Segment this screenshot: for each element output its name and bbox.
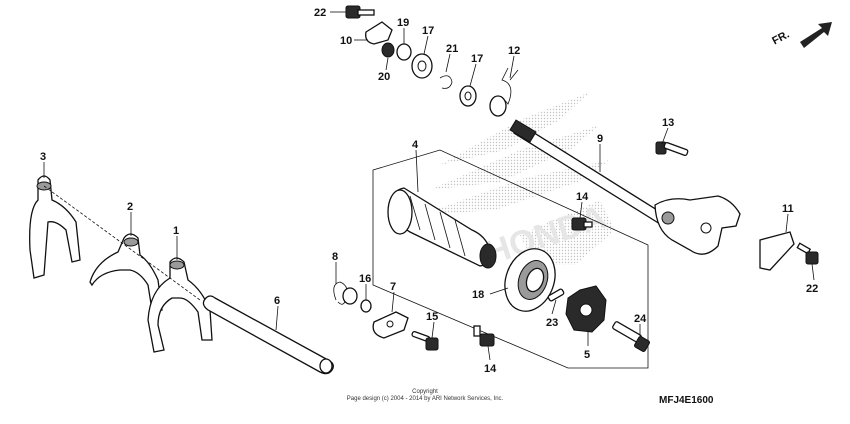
bolt-15[interactable]: [411, 330, 439, 351]
callout-8[interactable]: 8: [332, 251, 338, 263]
center-bolt[interactable]: [612, 321, 650, 352]
bolt-22-right[interactable]: [796, 242, 819, 265]
callout-12[interactable]: 12: [508, 45, 520, 57]
callout-19[interactable]: 19: [397, 17, 409, 29]
callout-5[interactable]: 5: [584, 349, 590, 361]
diagram-code: MFJ4E1600: [659, 395, 714, 406]
drum-bearing[interactable]: [497, 242, 564, 319]
callout-20[interactable]: 20: [378, 71, 390, 83]
shift-drum[interactable]: [387, 187, 497, 269]
callout-6[interactable]: 6: [274, 295, 280, 307]
callout-22-top[interactable]: 22: [314, 7, 326, 19]
copyright-line-1: Copyright: [412, 389, 438, 395]
circlip-21[interactable]: [439, 75, 453, 89]
shift-fork-1[interactable]: [147, 257, 213, 353]
callout-17-lower[interactable]: 17: [471, 53, 483, 65]
callout-4[interactable]: 4: [412, 139, 419, 151]
callout-labels: 22 10 19 17 21 17 12 20 13 9 4 14 3 2 1 …: [40, 7, 818, 375]
callout-23[interactable]: 23: [546, 317, 558, 329]
spindle-plate-11[interactable]: [759, 231, 795, 271]
shift-fork-3[interactable]: [29, 175, 81, 279]
drum-center-plate[interactable]: [565, 285, 607, 333]
stopper-arm-7[interactable]: [372, 311, 409, 339]
washer-17-upper[interactable]: [411, 53, 433, 79]
stopper-arm-spring[interactable]: [333, 281, 358, 305]
gearshift-spindle[interactable]: [509, 119, 741, 255]
callout-7[interactable]: 7: [390, 281, 396, 293]
return-spring[interactable]: [489, 67, 519, 117]
shift-drum-group-outline: [372, 149, 649, 369]
front-direction-arrow: [800, 22, 832, 48]
bolt-22-top[interactable]: [345, 5, 375, 19]
callout-22-right[interactable]: 22: [806, 283, 818, 295]
callout-16[interactable]: 16: [359, 273, 371, 285]
fork-shaft[interactable]: [202, 295, 334, 375]
callout-18[interactable]: 18: [472, 289, 484, 301]
bolt-14-upper[interactable]: [571, 217, 593, 231]
callout-9[interactable]: 9: [597, 133, 603, 145]
callout-14-lower[interactable]: 14: [484, 363, 497, 375]
washer-16[interactable]: [360, 299, 372, 313]
callout-15[interactable]: 15: [426, 311, 438, 323]
callout-11[interactable]: 11: [782, 203, 794, 215]
callout-21[interactable]: 21: [446, 43, 458, 55]
copyright-line-2: Page design (c) 2004 - 2014 by ARI Netwo…: [346, 396, 504, 402]
callout-14-upper[interactable]: 14: [576, 191, 589, 203]
callout-17-upper[interactable]: 17: [422, 25, 434, 37]
collar-20[interactable]: [381, 42, 395, 58]
callout-13[interactable]: 13: [662, 117, 674, 129]
callout-2[interactable]: 2: [127, 201, 133, 213]
stopper-bolt[interactable]: [655, 141, 689, 157]
callout-1[interactable]: 1: [173, 225, 179, 237]
bolt-14-lower[interactable]: [473, 325, 495, 347]
callout-3[interactable]: 3: [40, 151, 46, 163]
shift-fork-2[interactable]: [89, 233, 163, 311]
leader-lines: [43, 11, 815, 361]
collar-17-lower[interactable]: [459, 85, 477, 107]
roller-19[interactable]: [396, 43, 412, 61]
callout-24[interactable]: 24: [634, 313, 647, 325]
callout-10[interactable]: 10: [340, 35, 352, 47]
stopper-arm-10[interactable]: [365, 21, 393, 45]
dowel-pin[interactable]: [547, 288, 565, 302]
